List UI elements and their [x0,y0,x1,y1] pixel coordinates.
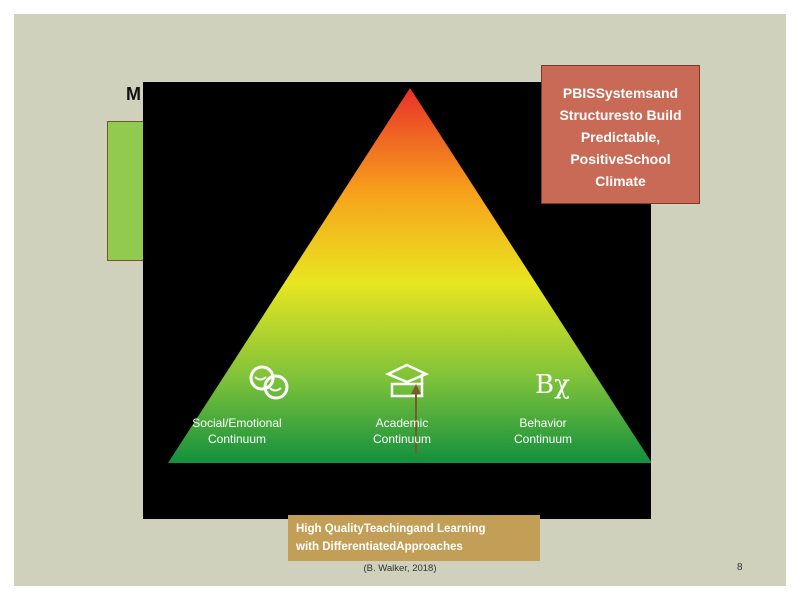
foundation-text-box: High QualityTeachingand Learning with Di… [288,515,540,561]
tier-label-behavior: Behavior Continuum [473,415,613,447]
pbis-box-line: Climate [595,173,646,189]
tier-label-line: Academic [375,416,429,430]
arrow-head [411,384,421,394]
social-emotional-icon [249,365,289,400]
tier-label-line: Social/Emotional [192,416,282,430]
tier-label-line: Behavior [519,416,567,430]
pbis-box-line: Structurestо Build [559,107,682,123]
slide-title-fragment: M [126,84,141,104]
tier-label-line: Continuum [372,432,432,446]
pbis-box-line: PositiveSchool [570,151,671,167]
tier-label-academic: Academic Continuum [332,415,472,447]
page-number: 8 [737,562,743,573]
tier-label-line: Continuum [207,432,267,446]
pbis-box-line: Predictable, [580,129,661,145]
pyramid-triangle [168,88,651,463]
pbis-text-box: PBISSystemsand Structurestо Build Predic… [541,65,700,204]
rx-icon: Bχ [535,370,570,400]
pyramid-diagram: Bχ [168,88,651,463]
citation: (B. Walker, 2018) [363,563,437,574]
tier-label-social-emotional: Social/Emotional Continuum [167,415,307,447]
tier-label-line: Continuum [513,432,573,446]
foundation-box-line: High QualityTeachingand Learning [296,523,486,535]
pbis-box-line: PBISSystemsand [562,85,679,101]
foundation-box-line: with DifferentiatedApproaches [296,541,463,553]
graduation-cap-icon [384,363,430,398]
